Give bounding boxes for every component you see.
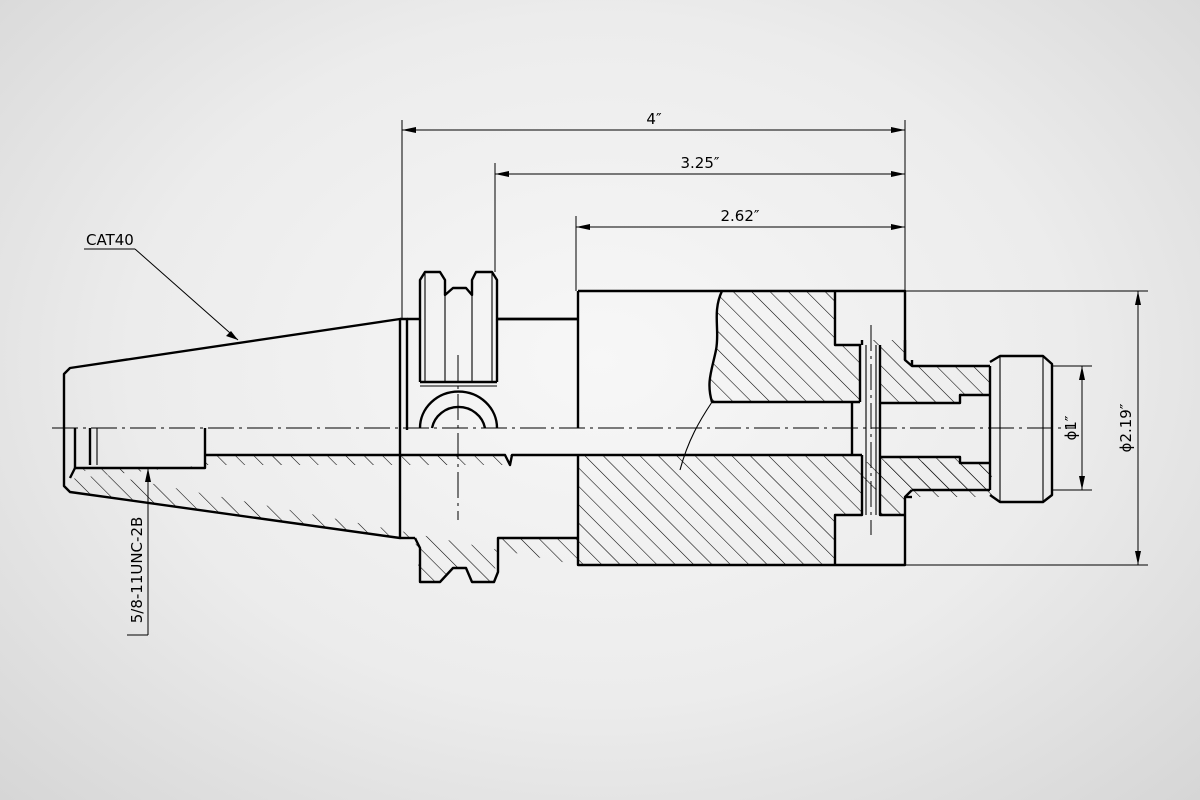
callout-taper: CAT40	[86, 231, 134, 249]
center-lines	[52, 325, 1075, 535]
dim-body-length: 2.62″	[720, 207, 759, 225]
dimension-lines	[84, 120, 1148, 636]
dim-bore-diameter: ϕ1″	[1062, 415, 1080, 440]
dimension-labels: 4″ 3.25″ 2.62″ ϕ1″ ϕ2.19″ CAT40 5/8-11UN…	[86, 110, 1135, 623]
part-outline	[62, 270, 1054, 584]
dim-flange-to-end: 3.25″	[680, 154, 719, 172]
callout-thread: 5/8-11UNC-2B	[128, 517, 146, 624]
section-hatching	[64, 291, 992, 582]
dim-body-diameter: ϕ2.19″	[1117, 403, 1135, 452]
dim-overall-length: 4″	[646, 110, 662, 128]
